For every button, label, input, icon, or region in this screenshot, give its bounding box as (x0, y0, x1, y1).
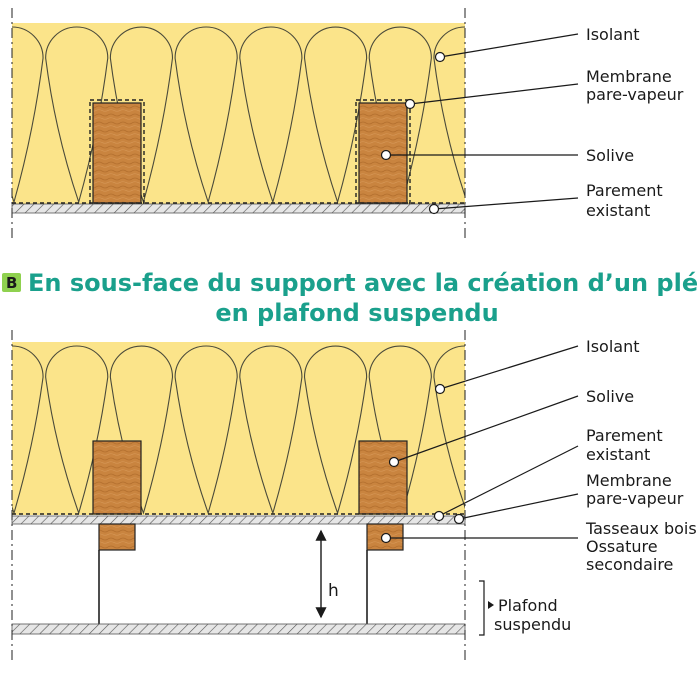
diagram-b: h Isolant Solive Parement existant Membr… (11, 330, 697, 662)
label-a-solive: Solive (586, 146, 634, 165)
joist-b-right (358, 440, 408, 515)
leaders-b (380, 345, 579, 544)
insulation-lobe (303, 345, 368, 515)
section-b-title-line1: En sous-face du support avec la création… (28, 269, 697, 297)
section-b-heading: B En sous-face du support avec la créati… (2, 269, 697, 327)
diagram-a: Isolant Membrane pare-vapeur Solive Pare… (11, 8, 684, 240)
label-b-membrane-2: pare-vapeur (586, 489, 684, 508)
insulation-lobe (433, 345, 465, 509)
label-b-parement-2: existant (586, 445, 650, 464)
insulation-lobe (433, 26, 465, 198)
joist-a-left-membrane (89, 99, 145, 204)
bracket-plafond (479, 580, 485, 636)
insulation-lobe (12, 345, 44, 515)
label-b-ossature-2: secondaire (586, 555, 673, 574)
insulation-lobe (174, 345, 238, 515)
label-a-isolant: Isolant (586, 25, 640, 44)
insulation-lobe (239, 345, 303, 515)
insulation-lobe (174, 26, 238, 204)
insulation-lobe (239, 26, 303, 204)
label-a-membrane-1: Membrane (586, 67, 672, 86)
joist-a-left (92, 102, 142, 204)
section-b-badge-letter: B (6, 274, 17, 292)
label-b-plafond-1: Plafond (498, 596, 558, 615)
label-b-isolant: Isolant (586, 337, 640, 356)
facing-board-a (11, 203, 466, 214)
dimension-h-label: h (328, 581, 339, 601)
label-b-parement-1: Parement (586, 426, 663, 445)
insulation-lobe (12, 26, 44, 204)
label-b-membrane-1: Membrane (586, 471, 672, 490)
label-a-parement-2: existant (586, 201, 650, 220)
insulation-lobe (45, 26, 109, 204)
batten-b-left (98, 523, 136, 551)
insulation-lobe (303, 26, 368, 204)
section-b-badge (2, 273, 21, 292)
label-b-tasseaux: Tasseaux bois (585, 519, 697, 538)
label-b-plafond-2: suspendu (494, 615, 571, 634)
facing-board-b (11, 515, 466, 525)
label-a-membrane-2: pare-vapeur (586, 85, 684, 104)
label-b-ossature-1: Ossature (586, 537, 658, 556)
section-b-title-line2: en plafond suspendu (215, 299, 498, 327)
joist-b-left (92, 440, 142, 515)
label-b-solive: Solive (586, 387, 634, 406)
insulation-lobe (45, 345, 109, 515)
label-a-parement-1: Parement (586, 181, 663, 200)
bracket-plafond-arrow (488, 601, 494, 609)
suspended-ceiling-b (11, 623, 466, 635)
joist-a-right-membrane (355, 99, 411, 204)
leaders-a (380, 33, 579, 215)
